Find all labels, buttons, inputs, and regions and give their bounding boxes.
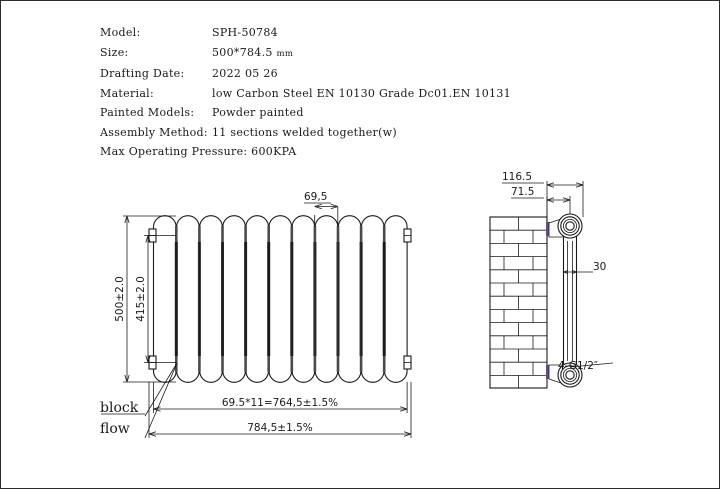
dimension-text-width-sections: 69.5*11=764,5±1.5% [222, 397, 338, 409]
spec-row-model: Model: SPH-50784 [100, 23, 570, 43]
spec-row-assembly-method: Assembly Method: 11 sections welded toge… [100, 123, 570, 143]
spec-value-size-number: 500*784.5 [212, 45, 273, 59]
spec-value-material: low Carbon Steel EN 10130 Grade Dc01.EN … [212, 86, 511, 100]
spec-label-painted-models: Painted Models: [100, 106, 195, 119]
side-view-wall [489, 216, 548, 389]
dimension-text-tube-width: 30 [593, 261, 606, 273]
spec-row-material: Material: low Carbon Steel EN 10130 Grad… [100, 84, 570, 104]
dimension-depth-overall: 116.5 [502, 171, 584, 217]
callout-label-block: block [100, 400, 139, 416]
dimension-text-width-overall: 784,5±1.5% [247, 422, 313, 434]
spec-value-model: SPH-50784 [212, 26, 278, 39]
spec-value-drafting-date: 2022 05 26 [212, 67, 278, 80]
spec-label-assembly-method: Assembly Method: [100, 125, 208, 139]
spec-value-assembly-method: 11 sections welded together(w) [212, 125, 397, 139]
callout-label-port-thread: 4-G1/2″ [558, 360, 598, 372]
spec-row-size: Size: 500*784.5 mm [100, 43, 570, 65]
side-view: 116.5 71.5 30 [489, 171, 614, 389]
spec-row-drafting-date: Drafting Date: 2022 05 26 [100, 64, 570, 84]
dimension-text-pitch: 69,5 [304, 191, 327, 203]
spec-row-max-pressure: Max Operating Pressure: 600KPA [100, 142, 570, 162]
front-view-weld-joints [175, 226, 386, 372]
dimension-text-height-centers: 415±2.0 [135, 276, 147, 322]
callout-label-flow: flow [100, 421, 130, 437]
dimension-text-depth-wall-to-center: 71.5 [511, 186, 534, 198]
callout-block-flow: block flow [100, 362, 178, 439]
dimension-height-centers: 415±2.0 [135, 235, 176, 363]
dimension-tube-width: 30 [563, 261, 606, 274]
side-view-radiator-profile [548, 213, 583, 388]
front-view: 500±2.0 415±2.0 69,5 [100, 191, 412, 439]
dimension-width-sections: 69.5*11=764,5±1.5% [153, 382, 408, 413]
spec-label-model: Model: [100, 26, 141, 39]
specification-block: Model: SPH-50784 Size: 500*784.5 mm Draf… [100, 23, 570, 162]
spec-label-size: Size: [100, 45, 129, 59]
dimension-pitch: 69,5 [304, 191, 339, 227]
dimension-height-overall: 500±2.0 [114, 215, 176, 383]
dimension-text-depth-overall: 116.5 [502, 171, 532, 183]
spec-label-max-pressure: Max Operating Pressure: 600KPA [100, 145, 297, 158]
front-view-sections [152, 215, 408, 383]
spec-value-size: 500*784.5 mm [212, 43, 570, 65]
spec-label-drafting-date: Drafting Date: [100, 67, 185, 80]
dimension-depth-wall-to-center: 71.5 [511, 186, 571, 217]
spec-value-size-unit: mm [276, 48, 294, 59]
side-view-wall-brackets [546, 222, 550, 379]
spec-row-painted-models: Painted Models: Powder painted [100, 103, 570, 123]
dimension-text-height-overall: 500±2.0 [114, 276, 126, 322]
dimension-width-overall: 784,5±1.5% [148, 382, 412, 438]
spec-value-painted-models: Powder painted [212, 106, 304, 119]
front-view-inner-lines [174, 242, 386, 356]
callout-port-thread: 4-G1/2″ [558, 360, 614, 372]
spec-label-material: Material: [100, 86, 155, 100]
